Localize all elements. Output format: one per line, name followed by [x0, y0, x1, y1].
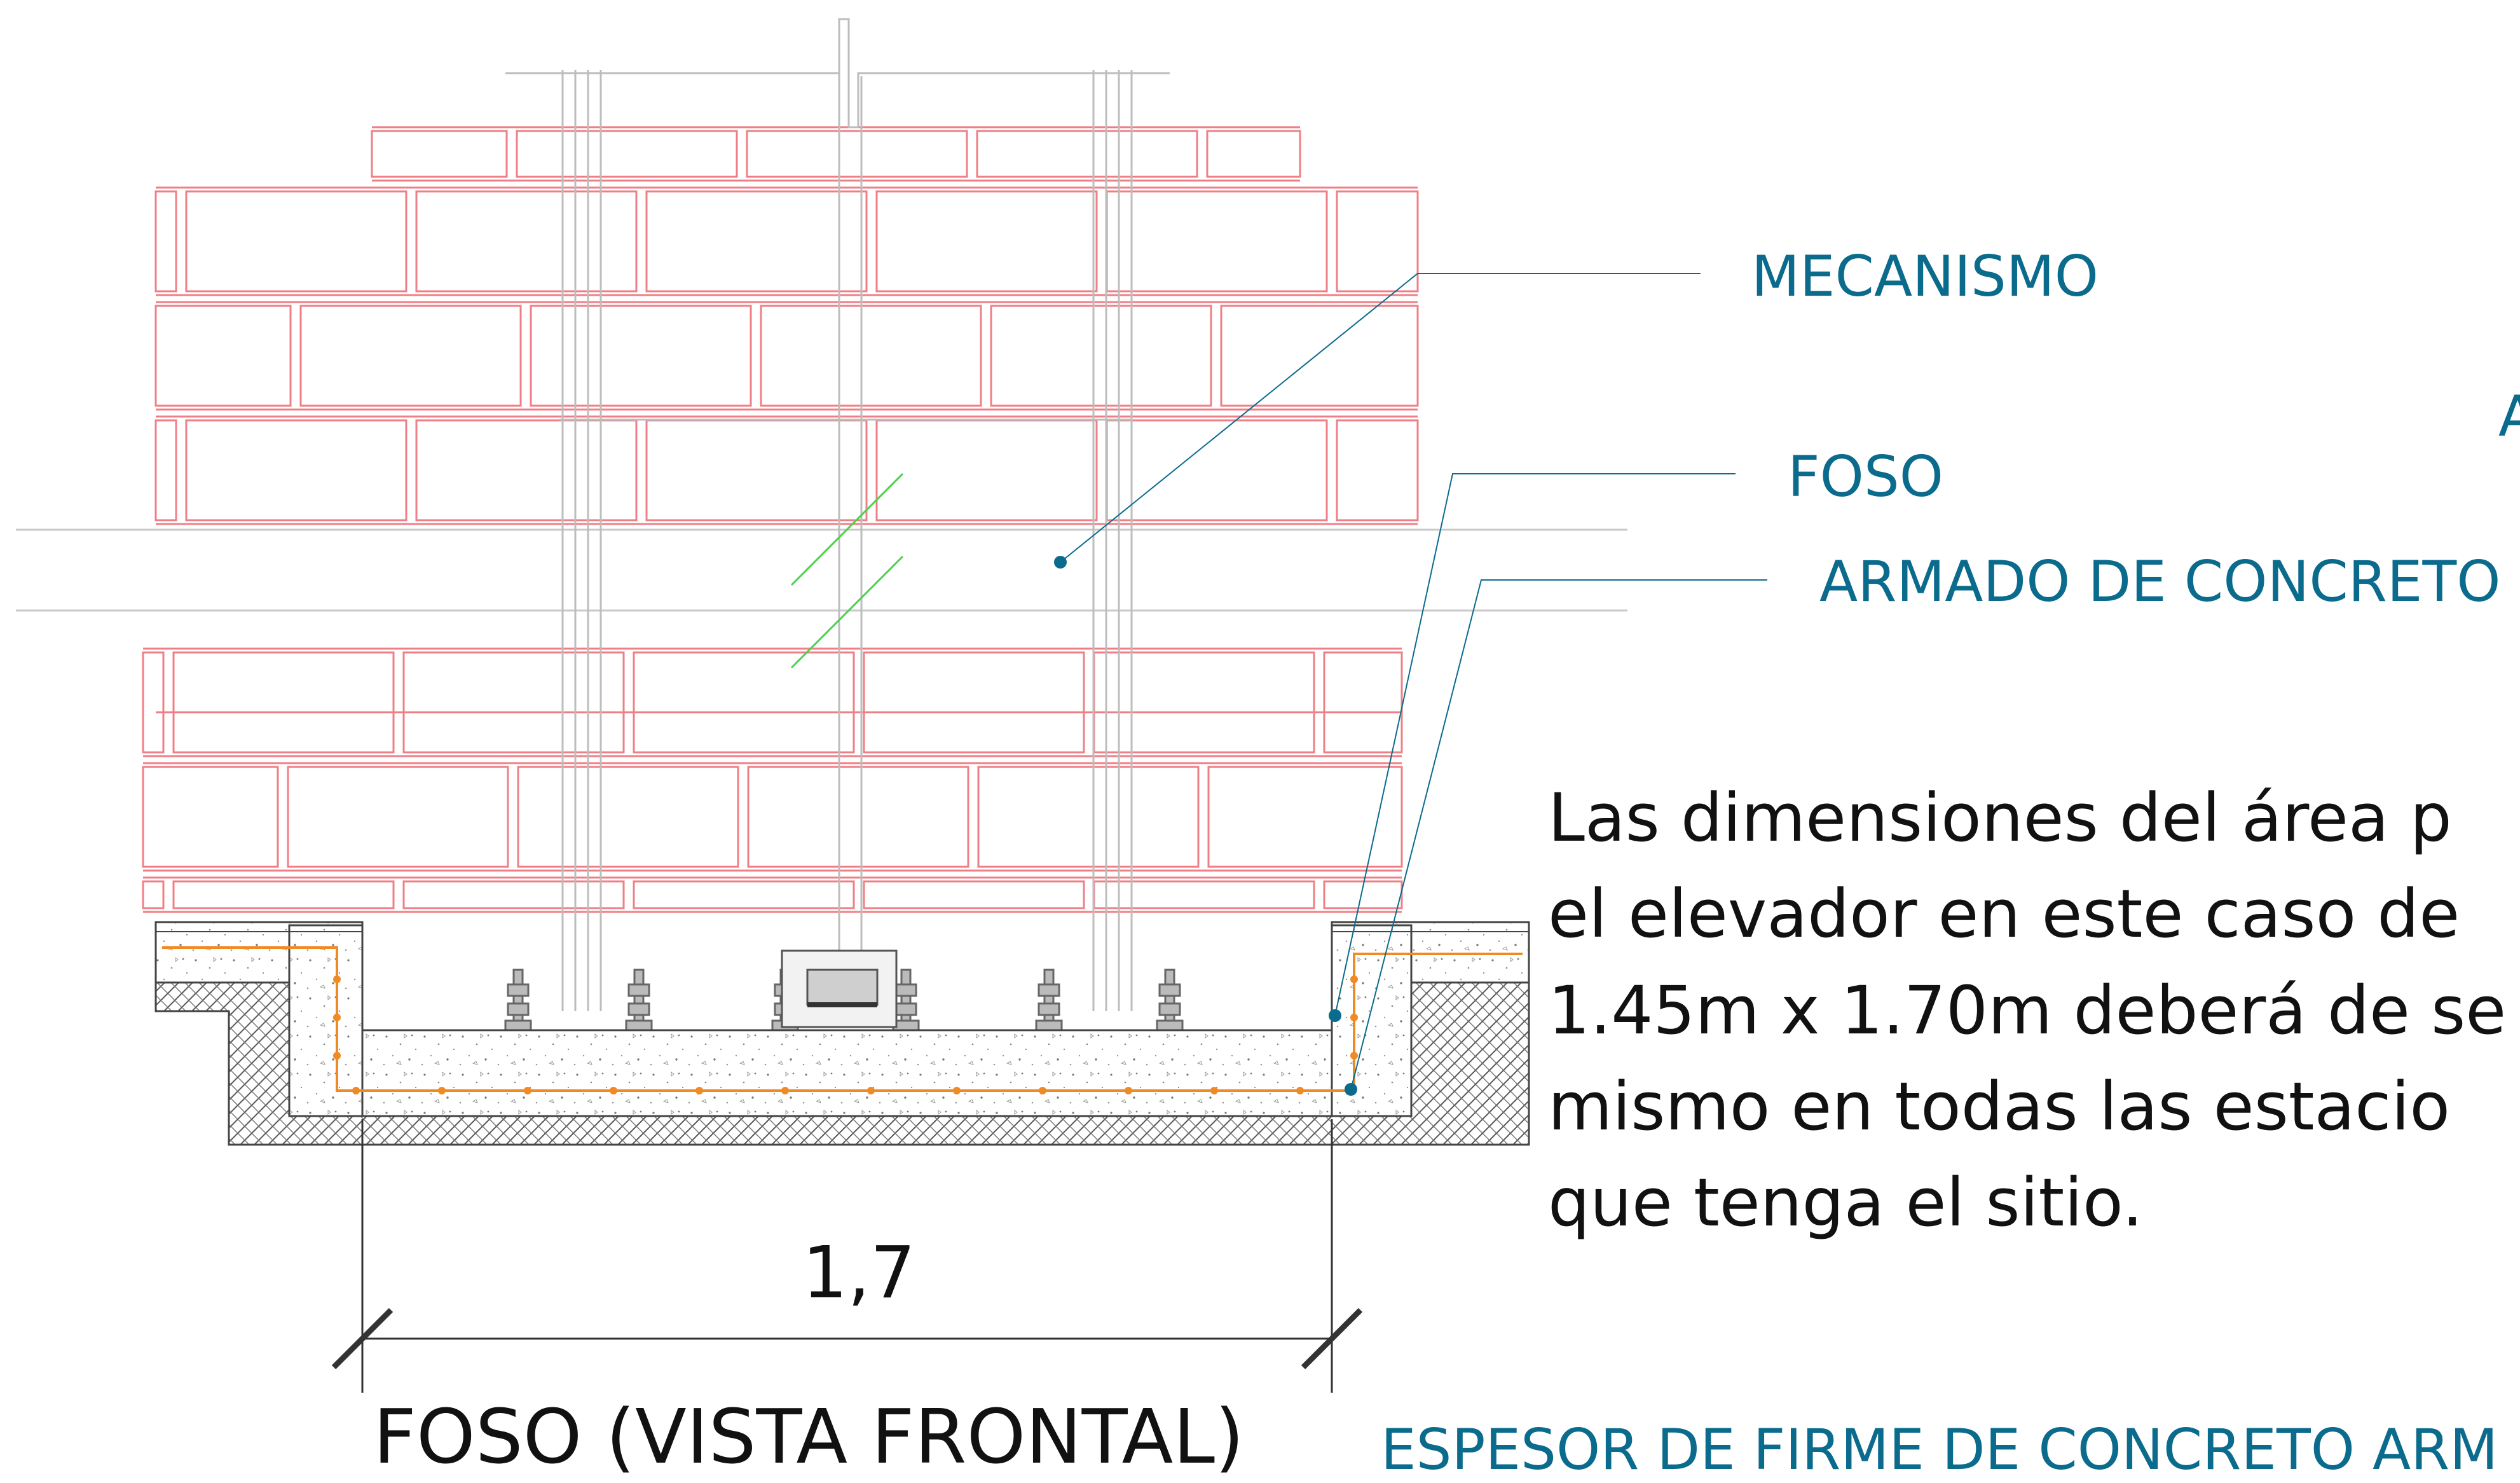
note-line-5: que tenga el sitio.	[1548, 1164, 2143, 1241]
pit-section	[154, 921, 1530, 1146]
guide-rails	[505, 18, 1170, 1011]
note-line-1: Las dimensiones del área p	[1548, 779, 2452, 857]
label-espesor: ESPESOR DE FIRME DE CONCRETO ARM	[1381, 1417, 2498, 1482]
label-foso: FOSO	[1788, 444, 1943, 509]
leader-dots	[1054, 556, 1357, 1096]
drawing-title: FOSO (VISTA FRONTAL)	[373, 1393, 1244, 1480]
note-line-4: mismo en todas las estacio	[1548, 1068, 2450, 1145]
note-text: Las dimensiones del área p el elevador e…	[1548, 779, 2506, 1241]
note-line-2: el elevador en este caso de	[1548, 875, 2460, 953]
brick-wall	[142, 126, 1419, 913]
label-armado: ARMADO DE CONCRETO	[1819, 549, 2501, 614]
label-mecanismo: MECANISMO	[1751, 244, 2099, 309]
leader-lines	[1060, 273, 1767, 1090]
center-buffer	[781, 949, 898, 1028]
note-line-3: 1.45m x 1.70m deberá de se	[1548, 972, 2506, 1049]
break-marks	[790, 472, 904, 669]
dimension-line	[331, 1119, 1363, 1393]
label-cut-letter: A	[2498, 383, 2520, 449]
dimension-value: 1,7	[802, 1232, 915, 1314]
guide-lines	[16, 528, 1627, 612]
